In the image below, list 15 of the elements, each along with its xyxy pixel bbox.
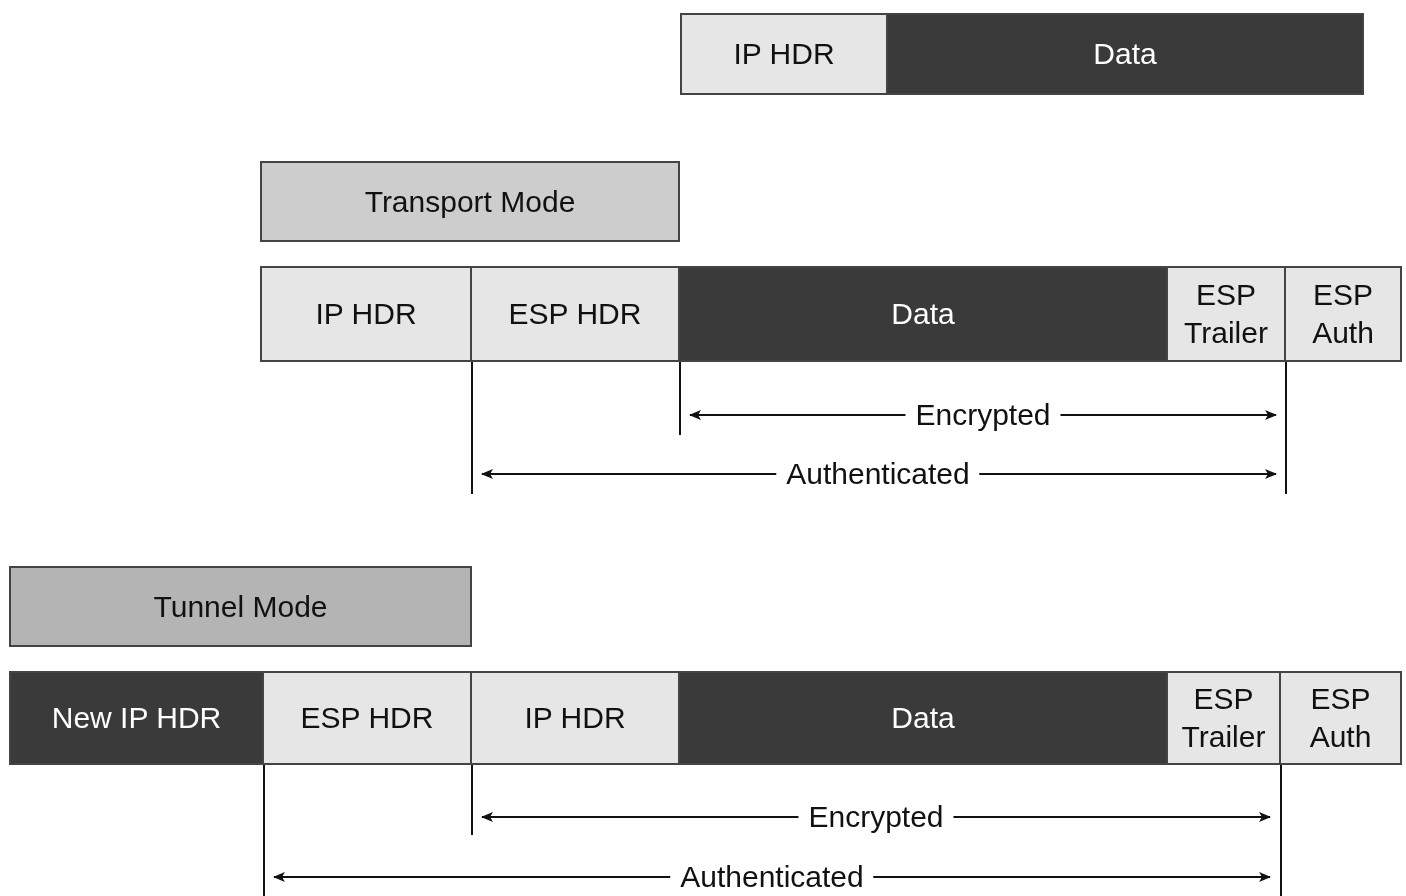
- trailer-field: ESP Trailer: [1166, 266, 1286, 362]
- payload-field: Data: [678, 671, 1168, 765]
- payload-field: Data: [886, 13, 1364, 95]
- auth-field: ESP Auth: [1279, 671, 1402, 765]
- mode-title-box: Tunnel Mode: [9, 566, 472, 647]
- payload-field: Data: [678, 266, 1168, 362]
- header-field: ESP HDR: [262, 671, 472, 765]
- header-field: IP HDR: [470, 671, 680, 765]
- header-field: New IP HDR: [9, 671, 264, 765]
- mode-title-box: Transport Mode: [260, 161, 680, 242]
- header-field: IP HDR: [680, 13, 888, 95]
- auth-field: ESP Auth: [1284, 266, 1402, 362]
- header-field: ESP HDR: [470, 266, 680, 362]
- header-field: IP HDR: [260, 266, 472, 362]
- trailer-field: ESP Trailer: [1166, 671, 1281, 765]
